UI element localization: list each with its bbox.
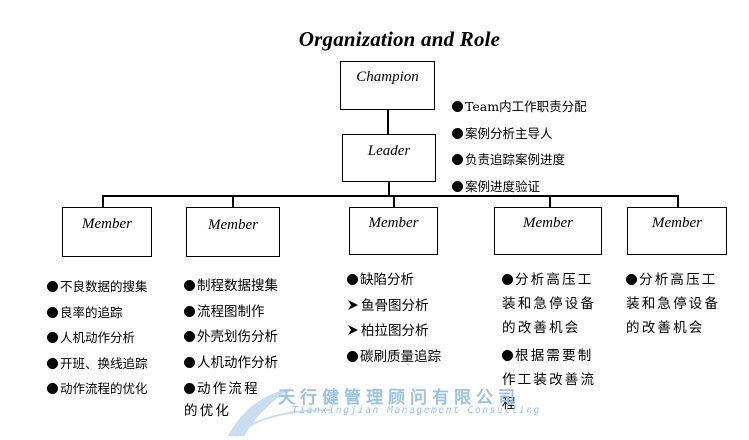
list-item: 开班、换线追踪 <box>47 351 148 377</box>
champion-label: Champion <box>356 69 419 85</box>
member-2-tasks: 制程数据搜集 流程图制作 外壳划伤分析 人机动作分析 动作流程的优化 <box>184 274 278 422</box>
list-item: 碳刷质量追踪 <box>347 345 441 371</box>
leader-roles-list: Team内工作职责分配 案例分析主导人 负责追踪案例进度 案例进度验证 <box>452 94 587 200</box>
member-1-tasks: 不良数据的搜集 良率的追踪 人机动作分析 开班、换线追踪 动作流程的优化 <box>47 274 148 402</box>
company-logo-swoosh <box>228 388 333 437</box>
list-item: 负责追踪案例进度 <box>452 147 587 174</box>
diagram-title: Organization and Role <box>298 27 501 51</box>
leader-box: Leader <box>342 134 436 182</box>
member-label: Member <box>523 215 573 231</box>
connector-drop-1 <box>102 195 104 207</box>
list-item: 分析高压工装和急停设备的改善机会 <box>626 272 721 336</box>
list-item: 外壳划伤分析 <box>184 325 278 351</box>
list-item: 人机动作分析 <box>47 325 148 351</box>
member-3-tasks: 缺陷分析 鱼骨图分析 柏拉图分析 碳刷质量追踪 <box>347 268 441 370</box>
list-item: 制程数据搜集 <box>184 274 278 300</box>
connector-drop-3 <box>393 195 395 207</box>
list-item: 柏拉图分析 <box>347 319 441 345</box>
member-box-3: Member <box>349 207 438 255</box>
connector-champion-leader <box>387 110 389 135</box>
list-item: 动作流程的优化 <box>184 381 260 420</box>
list-item: 案例进度验证 <box>452 174 587 201</box>
member-box-2: Member <box>186 207 280 257</box>
leader-label: Leader <box>367 143 411 159</box>
member-4-tasks: 分析高压工装和急停设备的改善机会 根据需要制作工装改善流程 <box>502 268 606 416</box>
member-box-1: Member <box>62 207 152 257</box>
connector-bus <box>102 195 678 197</box>
watermark-english-name: Tianxingjian Management Consulting <box>292 405 541 416</box>
connector-drop-2 <box>232 195 234 207</box>
arrow-bullet-icon <box>348 299 358 310</box>
champion-box: Champion <box>340 61 435 110</box>
list-item: 流程图制作 <box>184 300 278 326</box>
arrow-bullet-icon <box>348 325 358 336</box>
member-label: Member <box>368 215 419 231</box>
member-label: Member <box>208 217 258 233</box>
list-item: Team内工作职责分配 <box>452 94 587 121</box>
member-box-4: Member <box>494 207 602 255</box>
member-label: Member <box>652 215 702 231</box>
list-item: 人机动作分析 <box>184 351 278 377</box>
list-item: 良率的追踪 <box>47 300 148 326</box>
member-label: Member <box>82 216 132 232</box>
member-box-5: Member <box>627 207 727 255</box>
member-5-tasks: 分析高压工装和急停设备的改善机会 <box>626 268 730 340</box>
list-item: 根据需要制作工装改善流程 <box>502 348 597 412</box>
watermark-company-name: 天行健管理顾问有限公司 <box>278 388 520 408</box>
connector-drop-5 <box>677 195 679 207</box>
list-item: 缺陷分析 <box>347 268 441 294</box>
list-item: 不良数据的搜集 <box>47 274 148 300</box>
connector-drop-4 <box>549 195 551 207</box>
list-item: 鱼骨图分析 <box>347 294 441 320</box>
list-item: 分析高压工装和急停设备的改善机会 <box>502 272 597 336</box>
list-item: 案例分析主导人 <box>452 121 587 148</box>
list-item: 动作流程的优化 <box>47 376 148 402</box>
connector-leader-bus <box>388 182 390 196</box>
